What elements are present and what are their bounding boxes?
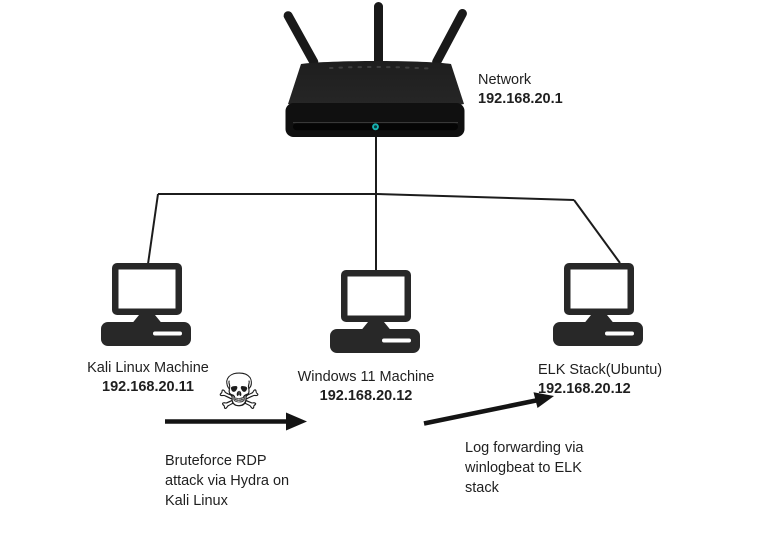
desktop-computer-icon-windows — [330, 270, 420, 353]
node-label-kali: Kali Linux Machine 192.168.20.11 — [48, 359, 248, 397]
router-antenna-right — [432, 8, 467, 67]
desktop-computer-icon-elk — [553, 263, 643, 346]
link-bus-horizontal — [158, 193, 575, 201]
wireless-router-icon — [283, 2, 467, 137]
node-label-windows-name: Windows 11 Machine — [297, 369, 435, 385]
flow-arrows — [165, 392, 554, 431]
router-led-center — [374, 125, 377, 129]
log-forwarding-annotation-line-2: winlogbeat to ELK — [465, 460, 582, 476]
link-bus-to-kali — [147, 193, 159, 265]
log-forwarding-arrow — [423, 392, 554, 426]
network-links — [147, 131, 621, 271]
node-label-elk-name: ELK Stack(Ubuntu) — [538, 362, 663, 378]
link-bus-to-elk — [573, 199, 621, 264]
log-forwarding-annotation-line-1: Log forwarding via — [465, 440, 584, 456]
router-top-face — [288, 61, 464, 111]
attack-annotation-line-1: Bruteforce RDP — [165, 453, 267, 469]
router-vents — [329, 66, 429, 70]
node-label-elk: ELK Stack(Ubuntu) 192.168.20.12 — [538, 361, 662, 399]
node-label-windows: Windows 11 Machine 192.168.20.12 — [266, 368, 466, 406]
router-groove-highlight — [293, 122, 458, 124]
attack-annotation: Bruteforce RDP attack via Hydra on Kali … — [165, 451, 289, 511]
log-forwarding-annotation-line-3: stack — [465, 480, 499, 496]
attack-annotation-line-3: Kali Linux — [165, 493, 228, 509]
node-label-kali-name: Kali Linux Machine — [87, 360, 209, 376]
router-antenna-middle — [374, 2, 383, 68]
attack-arrow — [165, 412, 307, 431]
node-label-kali-ip: 192.168.20.11 — [102, 379, 194, 395]
router-label-ip: 192.168.20.1 — [478, 91, 563, 107]
router-front-face — [285, 103, 465, 137]
node-label-windows-ip: 192.168.20.12 — [319, 388, 413, 404]
router-label-name: Network — [478, 72, 532, 88]
router-antenna-left — [283, 11, 319, 67]
router-label: Network 192.168.20.1 — [478, 71, 563, 109]
log-forwarding-annotation: Log forwarding via winlogbeat to ELK sta… — [465, 438, 584, 498]
node-label-elk-ip: 192.168.20.12 — [538, 381, 631, 397]
skull-crossbones-icon: ☠ — [216, 363, 262, 421]
desktop-computer-icon-kali — [101, 263, 191, 346]
attack-annotation-line-2: attack via Hydra on — [165, 473, 290, 489]
